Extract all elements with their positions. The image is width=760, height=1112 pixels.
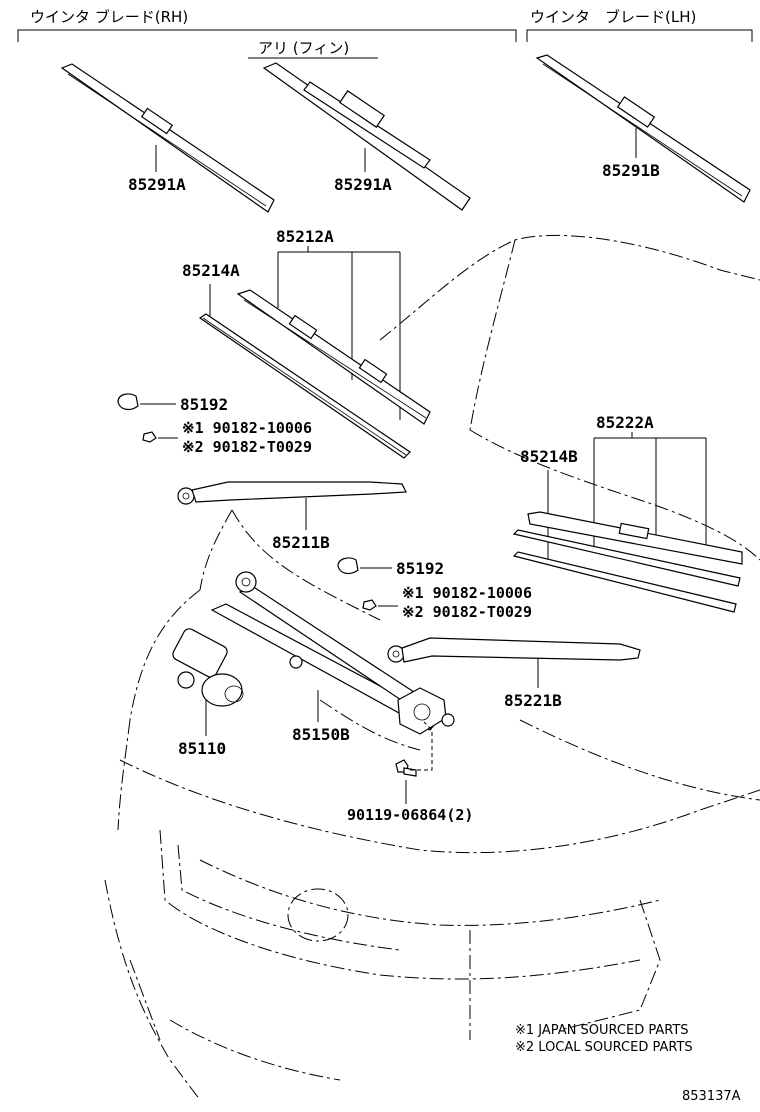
header-ari-fin: アリ (フィン) bbox=[258, 39, 349, 57]
nut-90182-1 bbox=[142, 431, 157, 443]
label-85211B: 85211B bbox=[272, 533, 330, 552]
bolt-90119 bbox=[395, 759, 417, 777]
header-rh: ウインタ ブレード(RH) bbox=[30, 8, 188, 26]
nut-90182-2 bbox=[362, 599, 377, 611]
wiper-arm-85211B bbox=[177, 481, 407, 505]
label-90182-10006-1: ※1 90182-10006 bbox=[182, 419, 312, 437]
rubber-refill-85214B bbox=[512, 551, 737, 613]
bolt-guide-dash bbox=[410, 721, 433, 771]
blade-85291A-plain bbox=[60, 63, 275, 213]
wiper-link-85150B bbox=[210, 571, 455, 735]
cap-85192-2 bbox=[337, 557, 359, 575]
label-85221B: 85221B bbox=[504, 691, 562, 710]
label-90182-T0029-2: ※2 90182-T0029 bbox=[402, 603, 532, 621]
lh-header-bracket bbox=[526, 29, 753, 42]
label-85212A: 85212A bbox=[276, 227, 334, 246]
rh-header-bracket bbox=[17, 29, 517, 42]
label-85214A: 85214A bbox=[182, 261, 240, 280]
cap-85192-1 bbox=[117, 393, 139, 411]
blade-85291A-fin bbox=[262, 62, 471, 211]
note-japan: ※1 JAPAN SOURCED PARTS bbox=[515, 1023, 689, 1038]
figure-id: 853137A bbox=[682, 1089, 741, 1104]
label-85192-2: 85192 bbox=[396, 559, 444, 578]
blade-assembly-85222A bbox=[512, 511, 743, 587]
leader-85212A bbox=[277, 246, 401, 420]
label-90182-T0029-1: ※2 90182-T0029 bbox=[182, 438, 312, 456]
wiper-arm-85221B bbox=[387, 637, 641, 663]
label-85192-1: 85192 bbox=[180, 395, 228, 414]
rubber-refill-85214A bbox=[198, 313, 411, 459]
note-local: ※2 LOCAL SOURCED PARTS bbox=[515, 1040, 693, 1055]
header-lh: ウインタ ブレード(LH) bbox=[530, 8, 696, 26]
label-85222A: 85222A bbox=[596, 413, 654, 432]
label-85150B: 85150B bbox=[292, 725, 350, 744]
vehicle-outline bbox=[104, 234, 760, 1101]
label-85110: 85110 bbox=[178, 739, 226, 758]
label-85291A-1: 85291A bbox=[128, 175, 186, 194]
label-85214B: 85214B bbox=[520, 447, 578, 466]
blade-assembly-85212A bbox=[236, 289, 431, 425]
label-90119: 90119-06864(2) bbox=[347, 806, 473, 824]
leader-85222A bbox=[593, 432, 707, 550]
blade-85291B bbox=[535, 54, 751, 203]
label-85291B: 85291B bbox=[602, 161, 660, 180]
wiper-motor-85110 bbox=[172, 628, 244, 707]
label-85291A-2: 85291A bbox=[334, 175, 392, 194]
label-90182-10006-2: ※1 90182-10006 bbox=[402, 584, 532, 602]
